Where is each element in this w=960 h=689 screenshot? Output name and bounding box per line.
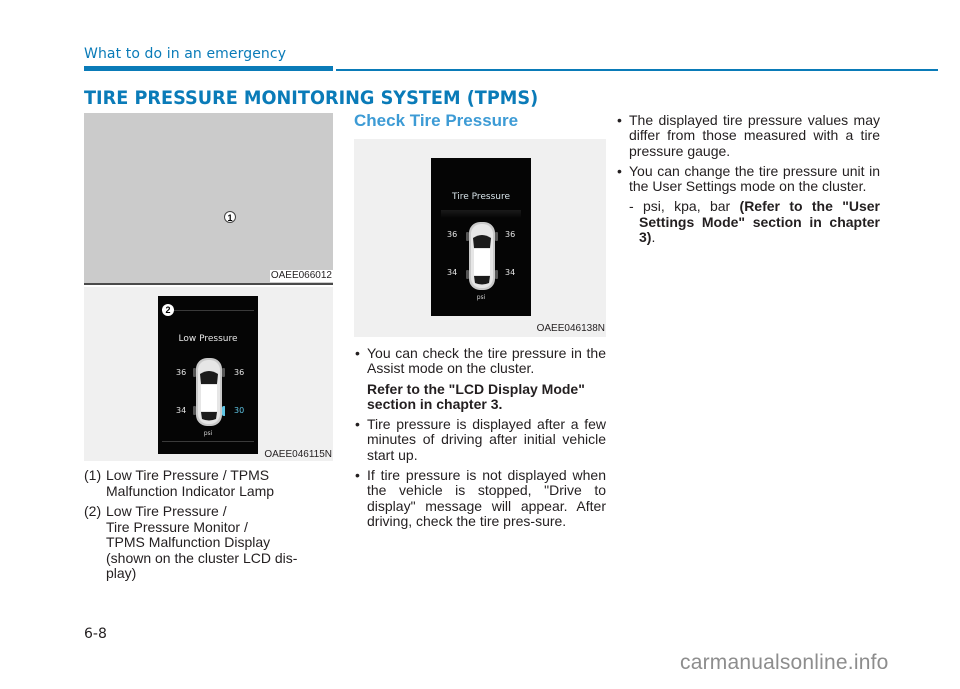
figure-indicator-lamp: 1 OAEE066012 <box>84 113 333 285</box>
header-bar-thin <box>336 69 938 71</box>
tire-rear-left: 34 <box>447 268 458 277</box>
figure-tire-pressure-display: Tire Pressure 36 36 34 34 psi OAEE046138… <box>354 139 606 337</box>
bullet-text: You can check the tire pressure in the A… <box>367 345 606 377</box>
lcd-divider <box>174 310 254 311</box>
watermark: carmanualsonline.info <box>680 651 889 674</box>
car-top-view-icon <box>193 358 225 426</box>
sub-item: - psi, kpa, bar (Refer to the "User Sett… <box>629 199 880 245</box>
lcd-title: Tire Pressure <box>451 192 511 202</box>
right-bullets: The displayed tire pressure values may d… <box>616 112 880 250</box>
page-title: TIRE PRESSURE MONITORING SYSTEM (TPMS) <box>84 87 539 109</box>
tire-front-left: 36 <box>176 368 187 377</box>
tire-rear-right-low: 30 <box>234 406 245 415</box>
bullet-text: If tire pressure is not displayed when t… <box>367 467 606 529</box>
figure-legend: (1) Low Tire Pressure / TPMS Malfunction… <box>84 467 334 587</box>
sub-heading: Check Tire Pressure <box>354 111 519 130</box>
section-header: What to do in an emergency <box>84 46 287 62</box>
legend-item-1: (1) Low Tire Pressure / TPMS Malfunction… <box>84 467 334 499</box>
lcd-unit: psi <box>476 294 486 301</box>
bullet-item: The displayed tire pressure values may d… <box>616 112 880 159</box>
bullet-item: Tire pressure is displayed after a few m… <box>354 417 606 463</box>
tire-rear-left: 34 <box>176 406 187 415</box>
bullet-item: If tire pressure is not displayed when t… <box>354 467 606 529</box>
figure-code: OAEE046115N <box>264 449 332 460</box>
lcd-glow <box>441 210 521 218</box>
page-number: 6-8 <box>84 626 107 642</box>
legend-line: play) <box>106 565 137 581</box>
legend-num: (2) <box>84 503 102 519</box>
header-bar-thick <box>84 66 333 71</box>
sub-item-units: - psi, kpa, bar <box>629 198 740 215</box>
legend-item-2: (2) Low Tire Pressure / Tire Pressure Mo… <box>84 503 334 582</box>
bullet-text: The displayed tire pressure values may d… <box>629 112 880 159</box>
figure-code: OAEE066012 <box>269 270 333 282</box>
legend-line: Tire Pressure Monitor / <box>106 518 248 535</box>
lcd-title: Low Pressure <box>178 334 238 344</box>
legend-line: Low Tire Pressure / <box>106 503 227 519</box>
legend-text: Low Tire Pressure / TPMS Malfunction Ind… <box>106 467 275 499</box>
bullet-text: Tire pressure is displayed after a few m… <box>367 416 606 463</box>
lcd-divider-bottom <box>162 441 254 442</box>
figure-code: OAEE046138N <box>536 323 605 334</box>
legend-line: (shown on the cluster LCD dis- <box>106 549 298 566</box>
sub-item-end: . <box>651 229 656 246</box>
tire-front-right: 36 <box>505 230 516 239</box>
figure-low-pressure-display: 2 Low Pressure 36 36 34 30 psi OAEE04611… <box>84 287 333 461</box>
tire-front-left: 36 <box>447 230 458 239</box>
tire-front-right: 36 <box>234 368 245 377</box>
car-top-view-icon <box>466 222 498 290</box>
lcd-screen: 2 Low Pressure 36 36 34 30 psi <box>158 296 258 454</box>
bullet-reference: Refer to the "LCD Display Mode" section … <box>367 380 585 412</box>
bullet-item: You can change the tire pressure unit in… <box>616 162 880 245</box>
bullet-text: You can change the tire pressure unit in… <box>629 162 880 195</box>
marker-1: 1 <box>224 211 236 223</box>
legend-num: (1) <box>84 467 102 483</box>
bullet-item: You can check the tire pressure in the A… <box>354 345 606 412</box>
tire-rear-right: 34 <box>505 268 516 277</box>
lcd-unit: psi <box>203 430 213 437</box>
marker-2: 2 <box>162 304 174 316</box>
middle-bullets: You can check the tire pressure in the A… <box>354 345 606 534</box>
lcd-screen: Tire Pressure 36 36 34 34 psi <box>431 158 531 316</box>
legend-line: TPMS Malfunction Display <box>106 534 271 550</box>
sub-item-reference: (Refer to the "User Settings Mode" secti… <box>639 198 881 246</box>
